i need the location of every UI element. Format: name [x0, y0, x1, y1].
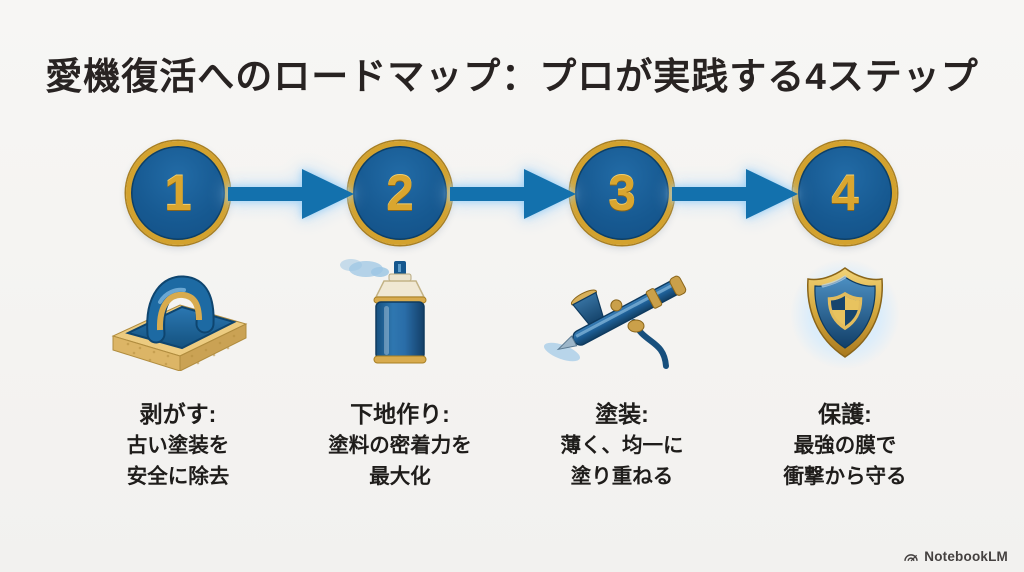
step-2-label: 下地作り: 塗料の密着力を 最大化: [288, 398, 512, 493]
step-1-line1: 古い塗装を: [126, 434, 230, 458]
step-1-number: 1: [164, 165, 192, 221]
step-4-circle: 4: [793, 141, 897, 245]
spray-can-icon: [340, 259, 427, 364]
notebooklm-watermark: NotebookLM: [903, 549, 1008, 564]
step-1-label: 剥がす: 古い塗装を 安全に除去: [66, 398, 290, 493]
step-2-heading: 下地作り:: [350, 401, 450, 427]
step-4-line2: 衝撃から守る: [783, 465, 907, 489]
step-3-label: 塗装: 薄く、均一に 塗り重ねる: [510, 398, 734, 493]
step-2-circle: 2: [348, 141, 452, 245]
step-3-heading: 塗装:: [595, 401, 649, 427]
step-4-number: 4: [831, 165, 859, 221]
step-1-heading: 剥がす:: [139, 401, 217, 427]
notebooklm-logo-icon: [904, 554, 918, 562]
airbrush-icon: [543, 275, 687, 369]
page-title: 愛機復活へのロードマップ：プロが実践する4ステップ: [45, 56, 979, 97]
arrow-step2-step3-icon: [450, 169, 576, 219]
step-4-heading: 保護:: [818, 401, 872, 427]
sanding-block-icon: [111, 275, 248, 371]
step-1-line2: 安全に除去: [126, 465, 230, 489]
step-3-number: 3: [608, 165, 636, 221]
step-2-line1: 塗料の密着力を: [328, 434, 472, 458]
arrow-step3-step4-icon: [672, 169, 798, 219]
step-3-line2: 塗り重ねる: [570, 465, 674, 489]
step-4-line1: 最強の膜で: [793, 434, 897, 458]
step-3-line1: 薄く、均一に: [560, 434, 684, 458]
step-3-circle: 3: [570, 141, 674, 245]
step-1-circle: 1: [126, 141, 230, 245]
arrow-step1-step2-icon: [228, 169, 354, 219]
shield-icon: [790, 259, 900, 369]
step-4-label: 保護: 最強の膜で 衝撃から守る: [733, 398, 957, 493]
step-2-line2: 最大化: [369, 465, 431, 489]
brand-label: NotebookLM: [924, 549, 1008, 564]
step-2-number: 2: [386, 165, 414, 221]
